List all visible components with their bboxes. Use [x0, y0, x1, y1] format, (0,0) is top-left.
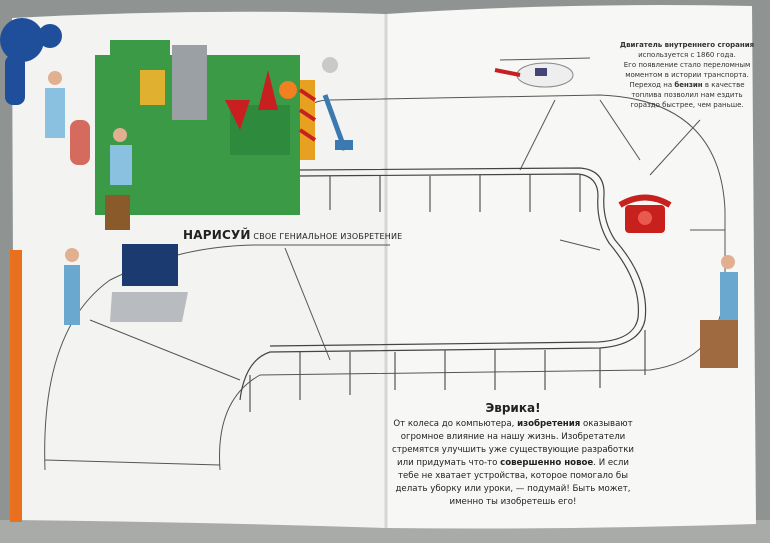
page-edge — [10, 250, 22, 522]
factory-machine — [95, 40, 353, 230]
helicopter-illustration — [494, 57, 591, 88]
fact-title: Двигатель внутреннего сгорания — [619, 41, 755, 49]
eureka-text: Эврика! От колеса до компьютера, изобрет… — [388, 402, 638, 509]
inventors — [45, 71, 738, 368]
eureka-title: Эврика! — [485, 401, 541, 415]
blue-toy — [0, 18, 62, 105]
right-page — [386, 5, 756, 529]
rail-track — [239, 167, 647, 401]
fact-box: Двигатель внутреннего сгорания используе… — [602, 40, 770, 110]
draw-prompt: НАРИСУЙ СВОЕ ГЕНИАЛЬНОЕ ИЗОБРЕТЕНИЕ — [183, 228, 403, 242]
laptop-illustration — [110, 244, 188, 322]
telephone-illustration — [618, 194, 672, 233]
rail-supports — [249, 175, 646, 412]
